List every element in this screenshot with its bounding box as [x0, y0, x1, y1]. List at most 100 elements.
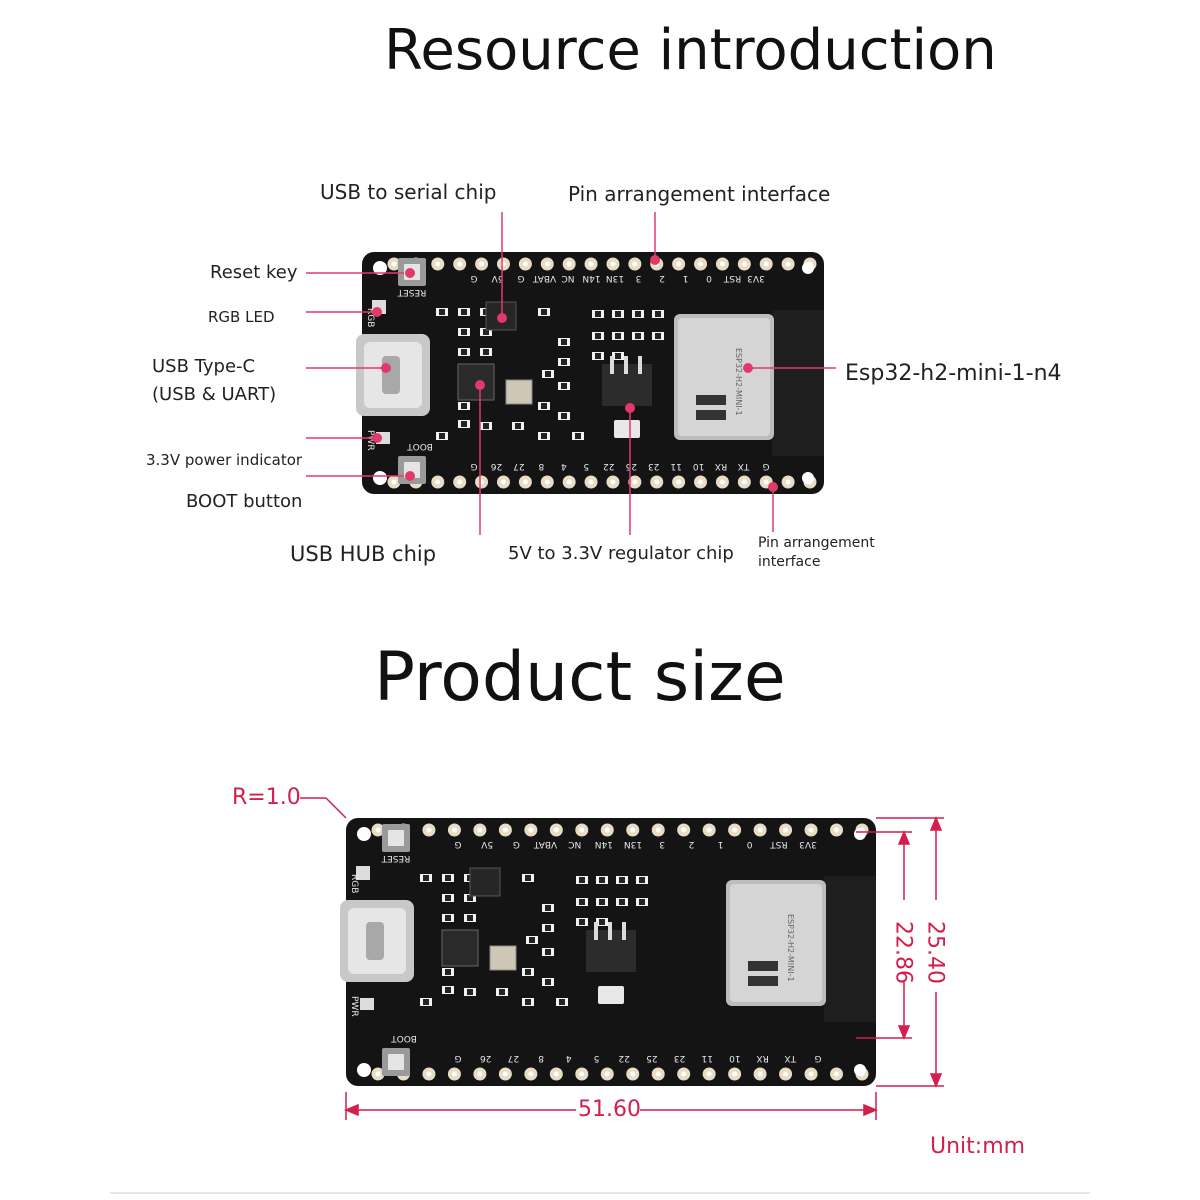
qr-cell [706, 410, 711, 415]
qr-cell [711, 395, 716, 400]
pin-hole [834, 827, 840, 833]
qr-cell [763, 966, 768, 971]
pin-hole [479, 261, 485, 267]
pin-label-top: RST [770, 839, 788, 849]
pin-hole [676, 479, 682, 485]
callout-dots [372, 255, 778, 492]
mount-hole [357, 827, 371, 841]
qr-cell [768, 961, 773, 966]
qr-cell [773, 981, 778, 986]
smd-body [561, 339, 567, 345]
mount-hole [357, 1063, 371, 1077]
smd-body [461, 421, 467, 427]
pin-hole [477, 827, 483, 833]
pin-label-bottom: 22 [618, 1053, 629, 1063]
pin-hole [757, 1071, 763, 1077]
smd-body [561, 383, 567, 389]
pin-hole [655, 1071, 661, 1077]
qr-cell [748, 961, 753, 966]
qr-cell [706, 415, 711, 420]
smd-body [525, 999, 531, 1005]
usb-serial-chip [469, 867, 501, 897]
pin-label-top: 14N [595, 839, 613, 849]
smd-body [445, 987, 451, 993]
pin-hole [457, 479, 463, 485]
mount-hole [373, 261, 387, 275]
pin-hole [522, 479, 528, 485]
label-module: Esp32-h2-mini-1-n4 [845, 361, 1062, 386]
pin-label-bottom: 23 [674, 1053, 685, 1063]
pin-hole [741, 261, 747, 267]
pin-label-bottom: 23 [648, 461, 659, 471]
pin-hole [502, 1071, 508, 1077]
smd-body [461, 329, 467, 335]
qr-cell [758, 966, 763, 971]
smd-body [619, 899, 625, 905]
pin-hole [706, 1071, 712, 1077]
mount-hole [373, 471, 387, 485]
smd-body [499, 989, 505, 995]
smd-body [615, 333, 621, 339]
smd-body [599, 919, 605, 925]
crystal [505, 379, 533, 405]
product-size-title: Product size [374, 638, 786, 717]
pin-hole [732, 1071, 738, 1077]
pin-label-bottom: G [814, 1053, 821, 1063]
qr-cell [701, 410, 706, 415]
pin-hole [783, 1071, 789, 1077]
smd-body [545, 925, 551, 931]
regulator-leg [594, 922, 598, 940]
label-rgb-led: RGB LED [208, 308, 275, 326]
smd-body [467, 989, 473, 995]
label-usb-typec-1: USB Type-C [152, 356, 256, 377]
smd-body [545, 905, 551, 911]
pin-label-top: 1 [718, 839, 724, 849]
usb-c-port [366, 922, 384, 960]
qr-cell [706, 400, 711, 405]
qr-cell [716, 415, 721, 420]
pin-label-bottom: 10 [693, 461, 705, 471]
smd-body [461, 349, 467, 355]
smd-body [655, 333, 661, 339]
pin-hole [808, 827, 814, 833]
label-usb-typec-2: (USB & UART) [152, 384, 277, 405]
qr-cell [748, 966, 753, 971]
qr-cell [721, 400, 726, 405]
qr-cell [763, 976, 768, 981]
pin-hole [654, 479, 660, 485]
smd-body [439, 309, 445, 315]
smd-body [635, 333, 641, 339]
qr-cell [758, 976, 763, 981]
pin-hole [785, 261, 791, 267]
pin-hole [655, 827, 661, 833]
pin-hole [579, 827, 585, 833]
pin-label-top: 0 [706, 273, 712, 283]
pin-hole [375, 1071, 381, 1077]
smd-body [515, 423, 521, 429]
smd-body [579, 899, 585, 905]
smd-body [541, 403, 547, 409]
pin-label-bottom: 27 [508, 1053, 519, 1063]
dim-width: 51.60 [578, 1097, 641, 1122]
pin-hole [502, 827, 508, 833]
qr-cell [773, 976, 778, 981]
qr-cell [696, 415, 701, 420]
regulator-tab [614, 420, 640, 438]
smd-body [541, 309, 547, 315]
label-pin-bottom-2: interface [758, 554, 821, 570]
smd-body [461, 403, 467, 409]
pin-hole [741, 479, 747, 485]
smd-body [599, 899, 605, 905]
smd-body [595, 311, 601, 317]
pin-hole [528, 827, 534, 833]
pin-label-top: G [454, 839, 461, 849]
pin-hole [632, 479, 638, 485]
pwr-silk: PWR [365, 430, 375, 451]
pin-hole [604, 1071, 610, 1077]
pin-label-top: 5V [491, 273, 504, 283]
pin-hole [783, 827, 789, 833]
smd-body [635, 311, 641, 317]
pin-hole [435, 479, 441, 485]
pin-label-bottom: 4 [566, 1053, 572, 1063]
label-pin-bottom-1: Pin arrangement [758, 535, 875, 551]
